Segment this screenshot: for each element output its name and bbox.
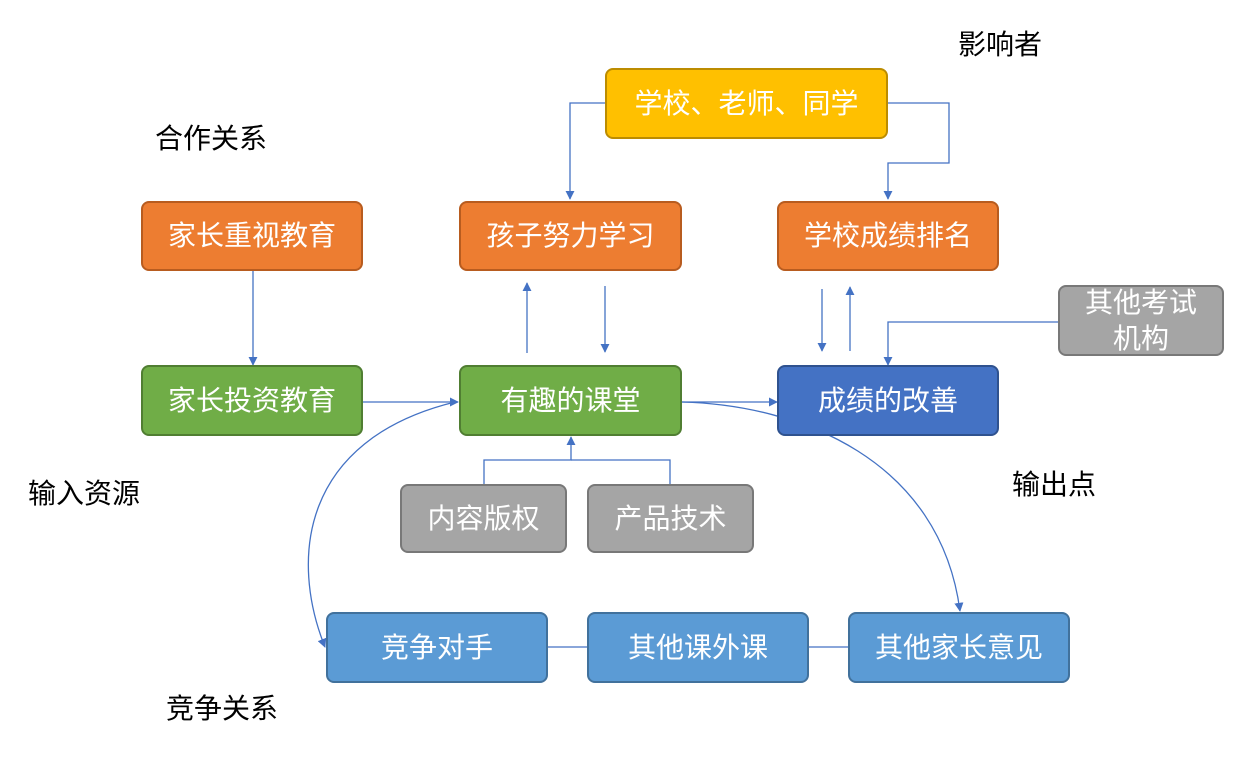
node-school-ranking[interactable]: 学校成绩排名 — [777, 201, 999, 271]
node-score-improvement[interactable]: 成绩的改善 — [777, 365, 999, 436]
node-other-parents-opinion[interactable]: 其他家长意见 — [848, 612, 1070, 683]
node-fun-class[interactable]: 有趣的课堂 — [459, 365, 682, 436]
node-product-tech[interactable]: 产品技术 — [587, 484, 754, 553]
node-parents-invest-education[interactable]: 家长投资教育 — [141, 365, 363, 436]
line-tech-to-fun-class — [571, 459, 671, 484]
node-other-exam-institutions[interactable]: 其他考试 机构 — [1058, 285, 1224, 356]
node-competitor[interactable]: 竞争对手 — [326, 612, 548, 683]
node-other-extra-classes[interactable]: 其他课外课 — [587, 612, 809, 683]
label-cooperation: 合作关系 — [155, 122, 268, 155]
arrow-school-to-ranking — [883, 102, 950, 200]
label-influencer: 影响者 — [958, 28, 1043, 61]
label-competition: 竞争关系 — [166, 692, 279, 725]
other-exam-line1: 其他考试 — [1084, 285, 1197, 319]
label-input-resources: 输入资源 — [28, 477, 141, 510]
node-child-effort[interactable]: 孩子努力学习 — [459, 201, 682, 271]
curve-fun-class-to-competitor — [307, 401, 456, 648]
arrow-copyright-to-fun-class — [483, 436, 576, 484]
node-content-copyright[interactable]: 内容版权 — [400, 484, 567, 553]
curve-score-to-other-parents — [681, 401, 964, 612]
other-exam-line2: 机构 — [1112, 321, 1169, 355]
label-output: 输出点 — [1012, 468, 1097, 501]
arrow-school-to-child-effort — [565, 102, 605, 200]
node-school-teachers-classmates[interactable]: 学校、老师、同学 — [605, 68, 888, 139]
node-parents-value-education[interactable]: 家长重视教育 — [141, 201, 363, 271]
arrow-other-exam-to-score — [883, 321, 1058, 366]
